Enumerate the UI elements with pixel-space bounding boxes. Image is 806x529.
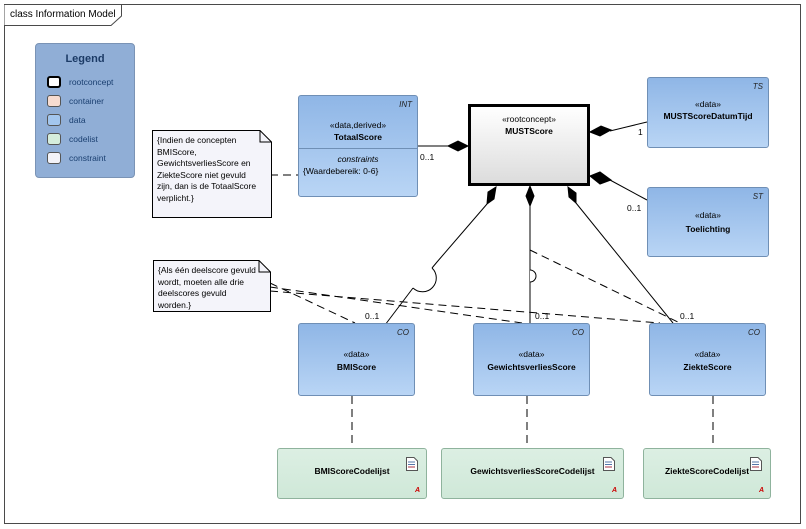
line-hop-bmi bbox=[412, 267, 437, 293]
legend-swatch bbox=[47, 114, 61, 126]
legend-swatch bbox=[47, 133, 61, 145]
stereotype: «data» bbox=[695, 210, 721, 220]
composition-line-bmi bbox=[431, 203, 488, 269]
abstract-mark: A bbox=[758, 487, 764, 494]
class-ziektescore[interactable]: CO «data» ZiekteScore bbox=[649, 323, 766, 396]
note-line: deelscores gevuld worden.} bbox=[158, 288, 227, 310]
class-gewichtsverliesscore[interactable]: CO «data» GewichtsverliesScore bbox=[473, 323, 590, 396]
note-totaal-shape bbox=[152, 130, 272, 218]
composition-line-ziekte bbox=[575, 202, 674, 324]
composition-line-bmi-lower bbox=[384, 287, 414, 326]
legend-swatch bbox=[47, 76, 61, 88]
codelist-name: GewichtsverliesScoreCodelijst bbox=[470, 466, 595, 476]
codelist-ziektescorecodelijst[interactable]: ZiekteScoreCodelijst A bbox=[643, 448, 771, 499]
class-bmiscore[interactable]: CO «data» BMIScore bbox=[298, 323, 415, 396]
multiplicity-gewicht: 0..1 bbox=[535, 311, 550, 321]
class-mustscoredatumtijd[interactable]: TS «data» MUSTScoreDatumTijd bbox=[647, 77, 769, 148]
diagram-frame bbox=[4, 4, 801, 524]
note-deelscore[interactable]: {Als één deelscore gevuld wordt, moeten … bbox=[153, 260, 271, 312]
compartment-divider bbox=[299, 148, 417, 149]
note-line: verplicht.} bbox=[157, 192, 194, 203]
diamond-gewicht bbox=[525, 184, 535, 208]
note-line: {Indien de concepten bbox=[157, 135, 237, 145]
note-line: ZiekteScore niet gevuld bbox=[157, 169, 246, 180]
stereotype: «data» bbox=[518, 349, 545, 359]
document-icon bbox=[406, 457, 418, 471]
multiplicity-toelichting: 0..1 bbox=[627, 203, 642, 213]
abstract-mark: A bbox=[611, 487, 617, 494]
note-deelscore-shape bbox=[153, 260, 271, 312]
constraints-header: constraints bbox=[337, 154, 379, 164]
legend-label: container bbox=[69, 96, 104, 106]
constraint-text: {Waardebereik: 0-6} bbox=[303, 166, 379, 176]
diagram-title: class Information Model bbox=[10, 9, 116, 20]
legend-swatch bbox=[47, 152, 61, 164]
document-icon bbox=[603, 457, 615, 471]
note-line: GewichtsverliesScore en bbox=[157, 158, 251, 168]
class-mustscore[interactable]: «rootconcept» MUSTScore bbox=[468, 104, 590, 186]
type-tag: CO bbox=[397, 328, 409, 337]
composition-line-datum bbox=[609, 121, 648, 132]
diagram-frame-tab bbox=[4, 4, 122, 26]
type-tag: INT bbox=[399, 100, 412, 109]
type-tag: CO bbox=[748, 328, 760, 337]
class-name: TotaalScore bbox=[333, 132, 383, 142]
class-name: BMIScore bbox=[336, 362, 377, 372]
class-name: GewichtsverliesScore bbox=[487, 362, 576, 372]
note-line: BMIScore, bbox=[157, 146, 197, 157]
type-tag: TS bbox=[752, 82, 763, 91]
multiplicity-totaal: 0..1 bbox=[420, 152, 435, 162]
diamond-bmi bbox=[486, 185, 497, 206]
note-link-gewicht bbox=[269, 286, 523, 324]
diamond-toelichting bbox=[589, 171, 613, 185]
codelist-gewichtsverliesscorecodelijst[interactable]: GewichtsverliesScoreCodelijst A bbox=[441, 448, 624, 499]
diamond-totaal bbox=[446, 140, 470, 152]
legend-label: constraint bbox=[69, 153, 106, 163]
diamond-datum bbox=[588, 125, 613, 137]
multiplicity-ziekte: 0..1 bbox=[680, 311, 695, 321]
type-tag: CO bbox=[572, 328, 584, 337]
class-totaalscore[interactable]: INT «data,derived» TotaalScore constrain… bbox=[298, 95, 418, 197]
abstract-mark: A bbox=[414, 487, 420, 494]
diamond-ziekte bbox=[567, 185, 577, 205]
legend: Legend rootconcept container data codeli… bbox=[35, 43, 135, 178]
class-toelichting[interactable]: ST «data» Toelichting bbox=[647, 187, 769, 257]
multiplicity-bmi: 0..1 bbox=[365, 311, 380, 321]
class-name: MUSTScore bbox=[505, 126, 553, 136]
note-line: {Als één deelscore gevuld bbox=[158, 265, 256, 275]
class-name: ZiekteScore bbox=[683, 362, 732, 372]
multiplicity-datum: 1 bbox=[638, 127, 643, 137]
stereotype: «data» bbox=[694, 349, 721, 359]
stereotype: «data» bbox=[695, 99, 721, 109]
codelist-bmiscorecodelijst[interactable]: BMIScoreCodelijst A bbox=[277, 448, 427, 499]
codelist-name: ZiekteScoreCodelijst bbox=[664, 466, 750, 476]
legend-swatch bbox=[47, 95, 61, 107]
line-hop-gewicht bbox=[529, 269, 537, 283]
note-link-bmi bbox=[269, 282, 356, 324]
legend-label: codelist bbox=[69, 134, 98, 144]
stereotype: «data» bbox=[343, 349, 370, 359]
legend-label: rootconcept bbox=[69, 77, 114, 87]
note-line: zijn, dan is de TotaalScore bbox=[157, 181, 257, 191]
class-name: Toelichting bbox=[685, 224, 731, 234]
stereotype: «data,derived» bbox=[329, 120, 387, 130]
codelist-name: BMIScoreCodelijst bbox=[314, 466, 390, 476]
legend-title: Legend bbox=[65, 53, 105, 65]
stereotype: «rootconcept» bbox=[502, 114, 556, 124]
note-link-ziekte bbox=[269, 290, 661, 324]
note-link-ziekte-2 bbox=[529, 249, 681, 324]
note-line: wordt, moeten alle drie bbox=[158, 276, 244, 287]
class-name: MUSTScoreDatumTijd bbox=[663, 111, 753, 121]
note-totaal[interactable]: {Indien de concepten BMIScore, Gewichtsv… bbox=[152, 130, 272, 218]
composition-line-toelichting bbox=[609, 179, 648, 201]
type-tag: ST bbox=[752, 192, 763, 201]
legend-label: data bbox=[69, 115, 86, 125]
document-icon bbox=[750, 457, 762, 471]
